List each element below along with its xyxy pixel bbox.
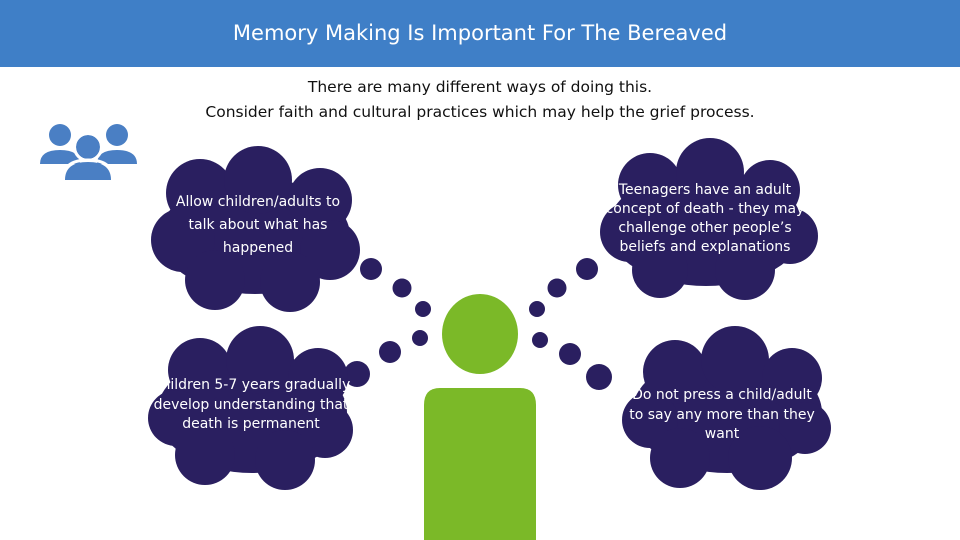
thought-dots [344, 258, 612, 390]
bubble-text-1: Allow children/adults to talk about what… [175, 194, 341, 256]
thought-bubble-2 [600, 138, 818, 300]
thought-bubble-3 [148, 326, 353, 490]
bubble-text-4: Do not press a child/adult to say any mo… [629, 387, 815, 442]
header-bar [0, 0, 960, 67]
thought-bubble-4 [622, 326, 831, 490]
bubble-text-2: Teenagers have an adult concept of death… [605, 182, 805, 255]
person-figure-icon [424, 294, 536, 540]
intro-line-1: There are many different ways of doing t… [307, 78, 653, 96]
intro-line-2: Consider faith and cultural practices wh… [205, 103, 755, 121]
bubble-text-3: Children 5-7 years gradually develop und… [151, 377, 351, 432]
thought-bubble-1 [151, 146, 360, 312]
slide-title: Memory Making Is Important For The Berea… [232, 21, 728, 45]
people-group-icon [40, 124, 137, 181]
